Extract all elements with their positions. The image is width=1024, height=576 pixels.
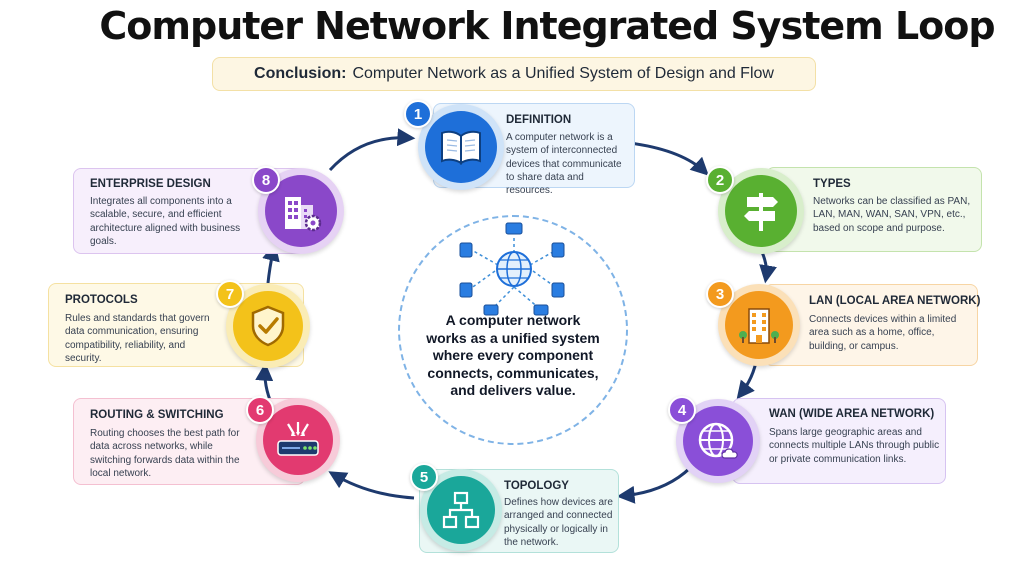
step-number-badge: 6 — [246, 396, 274, 424]
conclusion-label: Conclusion: — [254, 65, 347, 82]
step-description: Routing chooses the best path for data a… — [90, 428, 240, 479]
step-number-badge: 3 — [706, 280, 734, 308]
arrow-1-to-2 — [629, 141, 709, 176]
enterprise-building-gear-icon — [285, 197, 322, 232]
conclusion-text: Computer Network as a Unified System of … — [352, 65, 774, 82]
arrow-5-to-6 — [328, 471, 415, 500]
step-number-badge: 8 — [252, 166, 280, 194]
step-number-badge: 2 — [706, 166, 734, 194]
network-globe-icon — [459, 222, 565, 316]
arrow-4-to-5 — [616, 466, 692, 504]
step-icon-circle — [676, 399, 760, 483]
book-icon — [441, 130, 481, 165]
step-icon-circle — [420, 469, 502, 551]
shield-check-icon — [251, 305, 285, 347]
topology-icon — [442, 491, 480, 529]
step-icon-circle — [256, 398, 340, 482]
step-description: A computer network is a system of interc… — [506, 132, 622, 197]
step-number-badge: 4 — [668, 396, 696, 424]
step-number-badge: 7 — [216, 280, 244, 308]
step-title: ENTERPRISE DESIGN — [90, 178, 211, 190]
step-description: Rules and standards that govern data com… — [65, 313, 210, 364]
step-icon-circle — [418, 104, 504, 190]
step-description: Integrates all components into a scalabl… — [90, 196, 241, 247]
conclusion-banner: Conclusion: Computer Network as a Unifie… — [212, 57, 816, 91]
building-icon — [739, 308, 779, 344]
step-title: PROTOCOLS — [65, 294, 138, 306]
step-number-badge: 5 — [410, 463, 438, 491]
signpost-icon — [744, 193, 778, 231]
step-title: ROUTING & SWITCHING — [90, 409, 224, 421]
step-card-wan: WAN (WIDE AREA NETWORK) Spans large geog… — [732, 398, 946, 484]
arrow-8-to-1 — [328, 128, 416, 172]
arrow-2-to-3 — [759, 251, 777, 284]
step-icon-circle — [718, 168, 804, 254]
step-title: LAN (LOCAL AREA NETWORK) — [809, 295, 981, 307]
step-number-badge: 1 — [404, 100, 432, 128]
step-title: WAN (WIDE AREA NETWORK) — [769, 408, 935, 420]
step-description: Defines how devices are arranged and con… — [504, 497, 613, 548]
arrow-6-to-7 — [255, 362, 274, 401]
step-description: Networks can be classified as PAN, LAN, … — [813, 196, 971, 234]
arrow-3-to-4 — [736, 361, 758, 400]
center-hub — [398, 215, 628, 445]
step-title: TYPES — [813, 178, 851, 190]
page-title: Computer Network Integrated System Loop — [99, 4, 995, 48]
step-title: DEFINITION — [506, 114, 572, 126]
router-icon — [277, 422, 319, 456]
step-icon-circle — [226, 284, 310, 368]
step-description: Spans large geographic areas and connect… — [769, 427, 940, 465]
step-description: Connects devices within a limited area s… — [809, 314, 957, 352]
step-title: TOPOLOGY — [504, 480, 569, 492]
globe-cloud-icon — [698, 422, 738, 459]
center-text: A computer network works as a unified sy… — [426, 312, 600, 398]
